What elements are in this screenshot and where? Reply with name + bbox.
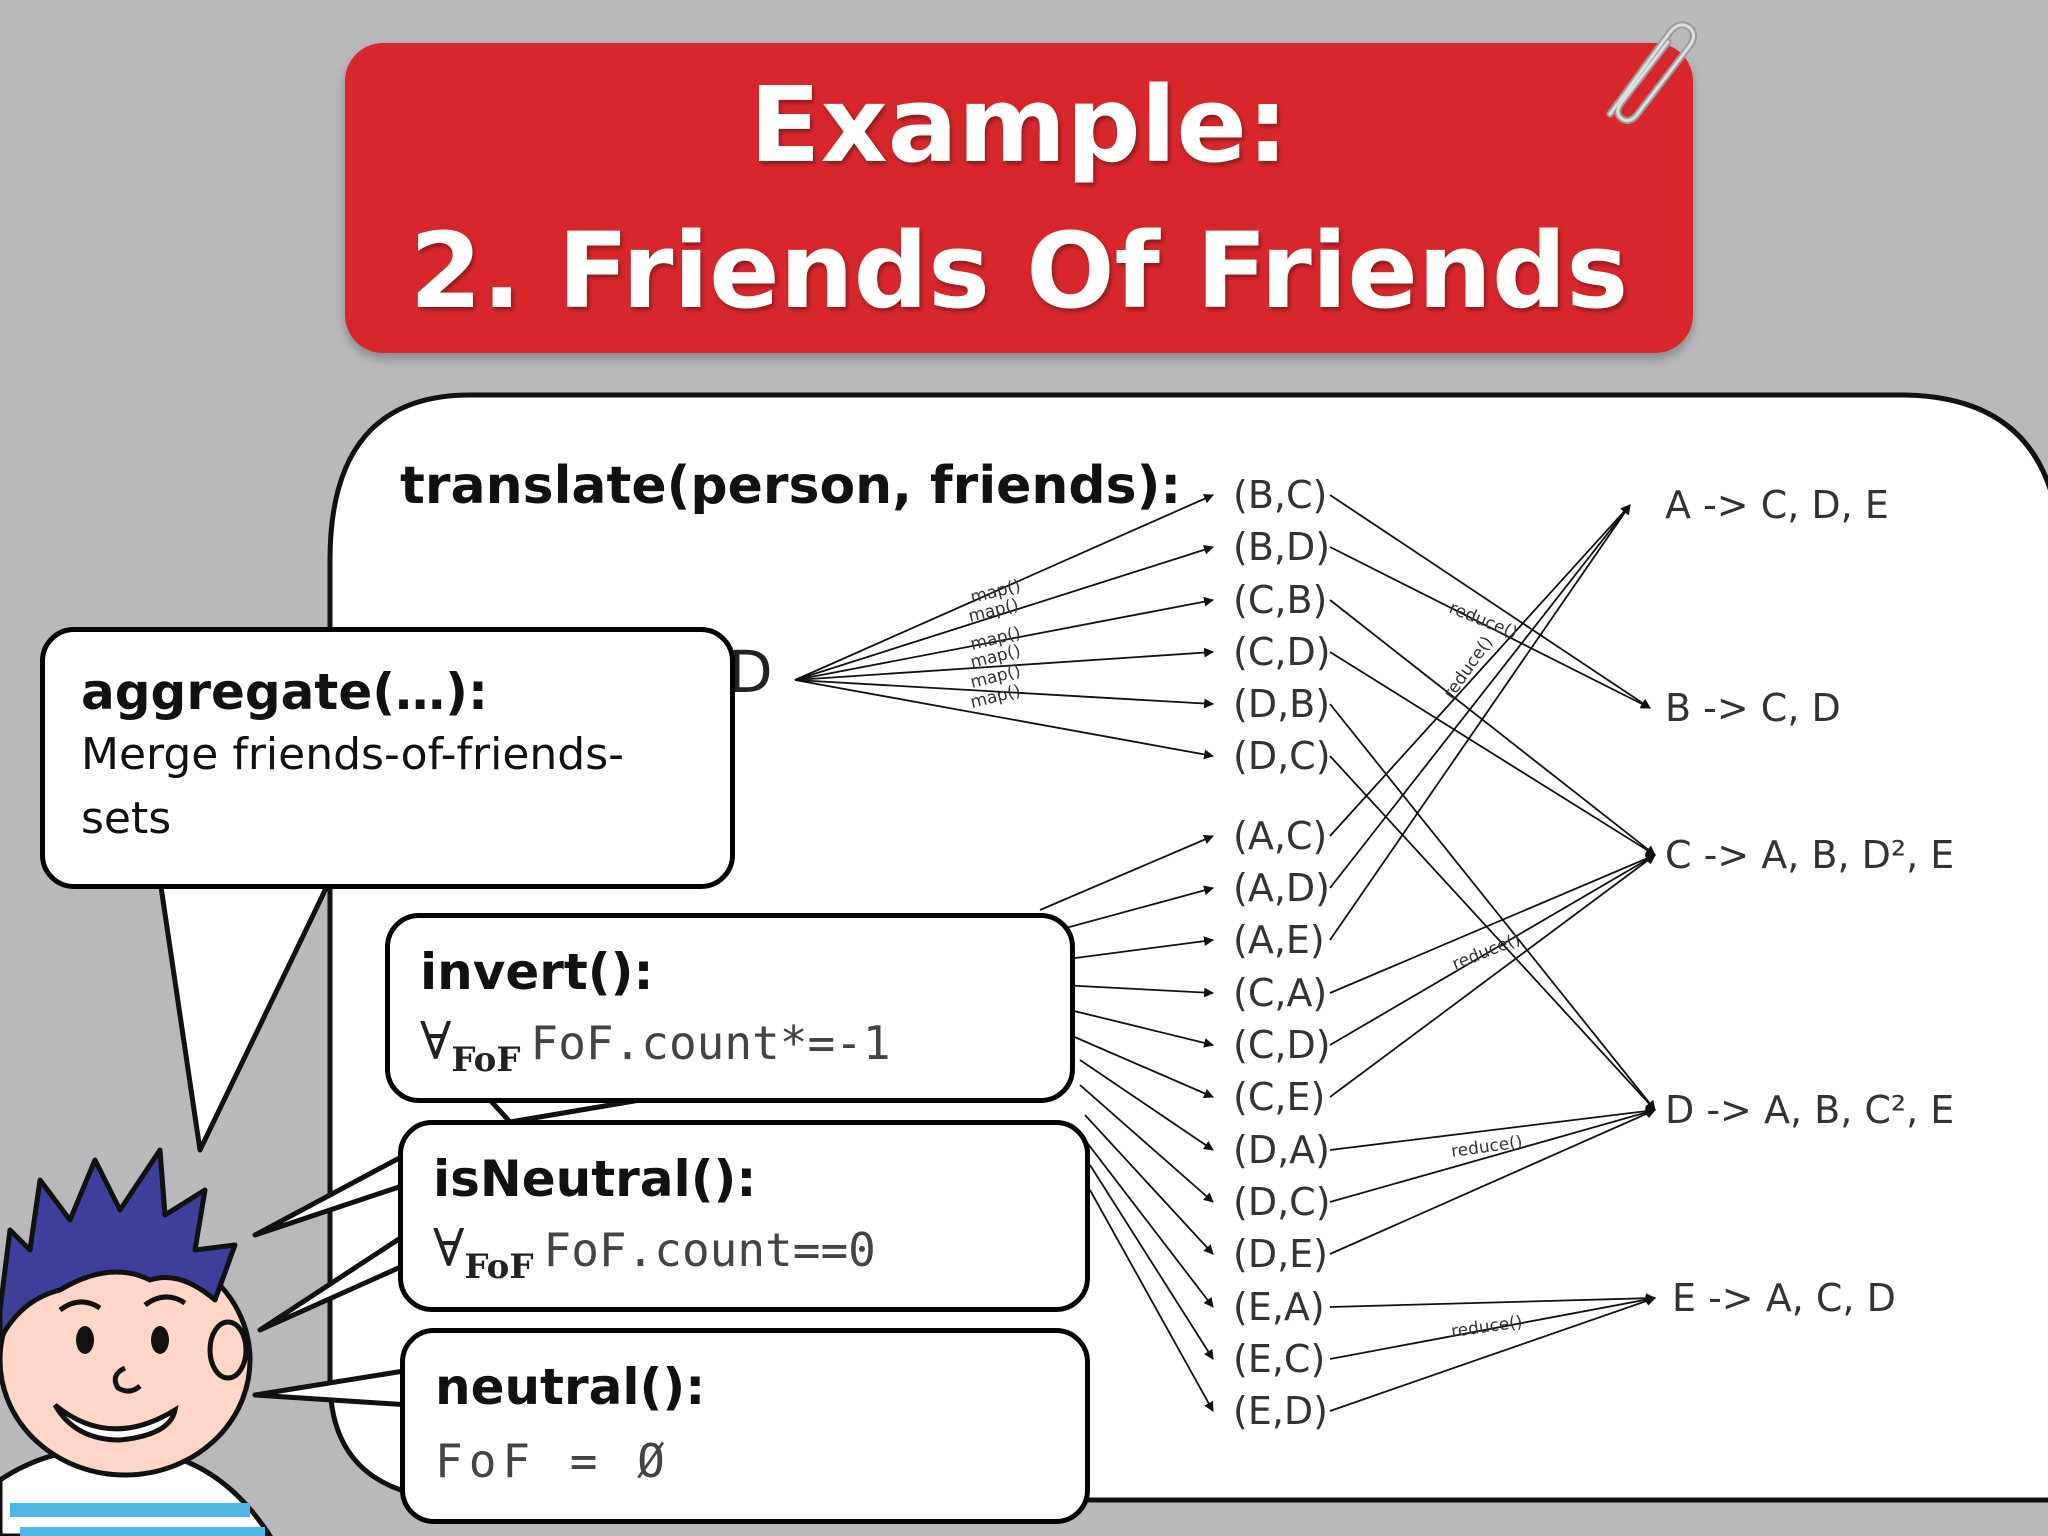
pair-node: (E,C) (1233, 1337, 1325, 1381)
map-edge (1059, 936, 1214, 961)
forall-symbol: ∀ (433, 1219, 465, 1279)
map-edge (794, 544, 1214, 681)
map-edge (1059, 984, 1214, 998)
pair-node: (D,C) (1233, 1180, 1331, 1224)
map-edge (1069, 1009, 1214, 1048)
map-edge (794, 679, 1214, 709)
translate-label: translate(person, friends): (400, 456, 1182, 516)
pair-node: (E,A) (1233, 1285, 1325, 1329)
edge-lines (794, 494, 1656, 1412)
title-line-1: Example: (749, 64, 1289, 186)
result-node: C -> A, B, D², E (1665, 833, 1954, 877)
isneutral-head: isNeutral(): (433, 1150, 757, 1208)
map-edge (794, 494, 1214, 681)
reduce-edge (1329, 504, 1631, 837)
result-node: D -> A, B, C², E (1665, 1088, 1954, 1132)
pair-node: (B,D) (1233, 525, 1330, 569)
neutral-code: FoF = Ø (435, 1434, 671, 1488)
pair-node: (D,B) (1233, 682, 1330, 726)
title-line-2: 2. Friends Of Friends (409, 210, 1629, 332)
fof-subscript: FoF (464, 1247, 534, 1287)
reduce-edge (1329, 1107, 1656, 1203)
aggregate-body-1: Merge friends-of-friends- (81, 729, 625, 780)
reduce-edge (1329, 755, 1656, 1111)
reduce-edge (1329, 1109, 1656, 1255)
neutral-head: neutral(): (435, 1358, 706, 1416)
map-edge (1079, 1059, 1214, 1151)
pair-node: (A,E) (1233, 918, 1325, 962)
result-node: A -> C, D, E (1665, 483, 1889, 527)
pair-node: (C,D) (1233, 1023, 1331, 1067)
forall-symbol: ∀ (420, 1012, 452, 1072)
result-node: E -> A, C, D (1672, 1276, 1896, 1320)
result-list: A -> C, D, E B -> C, D C -> A, B, D², E D -… (1665, 483, 1954, 1320)
reduce-edge (1329, 1296, 1656, 1412)
pair-node: (B,C) (1233, 473, 1327, 517)
pair-node: (C,A) (1233, 971, 1327, 1015)
reduce-edge (1329, 1294, 1656, 1360)
pair-node: (D,A) (1233, 1128, 1330, 1172)
pair-node: (C,D) (1233, 630, 1331, 674)
map-edge (1089, 1164, 1214, 1360)
neutral-bubble: neutral(): FoF = Ø (400, 1328, 1090, 1524)
cartoon-boy-avatar (0, 1147, 273, 1536)
reduce-edge (1329, 504, 1631, 889)
fof-subscript: FoF (451, 1040, 521, 1080)
reduce-edge (1329, 854, 1656, 1046)
pair-node: (E,D) (1233, 1389, 1328, 1433)
map-edge (1084, 1114, 1214, 1255)
reduce-edge (1329, 853, 1656, 994)
invert-head: invert(): (420, 943, 654, 1001)
reduce-edge (1329, 599, 1656, 856)
reduce-edge (1329, 1293, 1656, 1308)
pair-node: (C,B) (1233, 578, 1327, 622)
pair-node: (A,C) (1233, 814, 1327, 858)
reduce-edge (1329, 651, 1656, 856)
isneutral-code: FoF.count==0 (543, 1223, 876, 1277)
pair-node: (D,E) (1233, 1232, 1328, 1276)
aggregate-head: aggregate(…): (81, 663, 488, 721)
reduce-edge (1329, 703, 1656, 1111)
reduce-edge (1329, 546, 1651, 709)
source-node-fragment: D (728, 638, 773, 706)
reduce-edge (1329, 494, 1651, 709)
aggregate-body-2: sets (81, 793, 172, 844)
reduce-edge (1329, 504, 1631, 941)
map-edge (794, 647, 1214, 681)
title-banner: Example: 2. Friends Of Friends (345, 43, 1693, 353)
aggregate-bubble: aggregate(…): Merge friends-of-friends- … (40, 627, 735, 889)
pair-node: (A,D) (1233, 866, 1330, 910)
pair-node: (D,C) (1233, 734, 1331, 778)
map-edge (1079, 1084, 1214, 1203)
reduce-edge (1329, 1106, 1656, 1151)
map-edge (794, 596, 1214, 681)
pair-node: (C,E) (1233, 1075, 1325, 1119)
reduce-edge (1329, 854, 1656, 1098)
pair-list: (B,C) (B,D) (C,B) (C,D) (D,B) (D,C) (A,C) (A,D)… (1233, 473, 1331, 1433)
map-edge (1039, 834, 1214, 911)
map-edge (1069, 1034, 1214, 1098)
result-node: B -> C, D (1665, 686, 1841, 730)
map-edge (794, 679, 1214, 760)
map-edge (1089, 1189, 1214, 1412)
invert-code: FoF.count*=-1 (530, 1016, 891, 1070)
paperclip-icon (1606, 21, 1697, 125)
map-edge (1084, 1139, 1214, 1308)
